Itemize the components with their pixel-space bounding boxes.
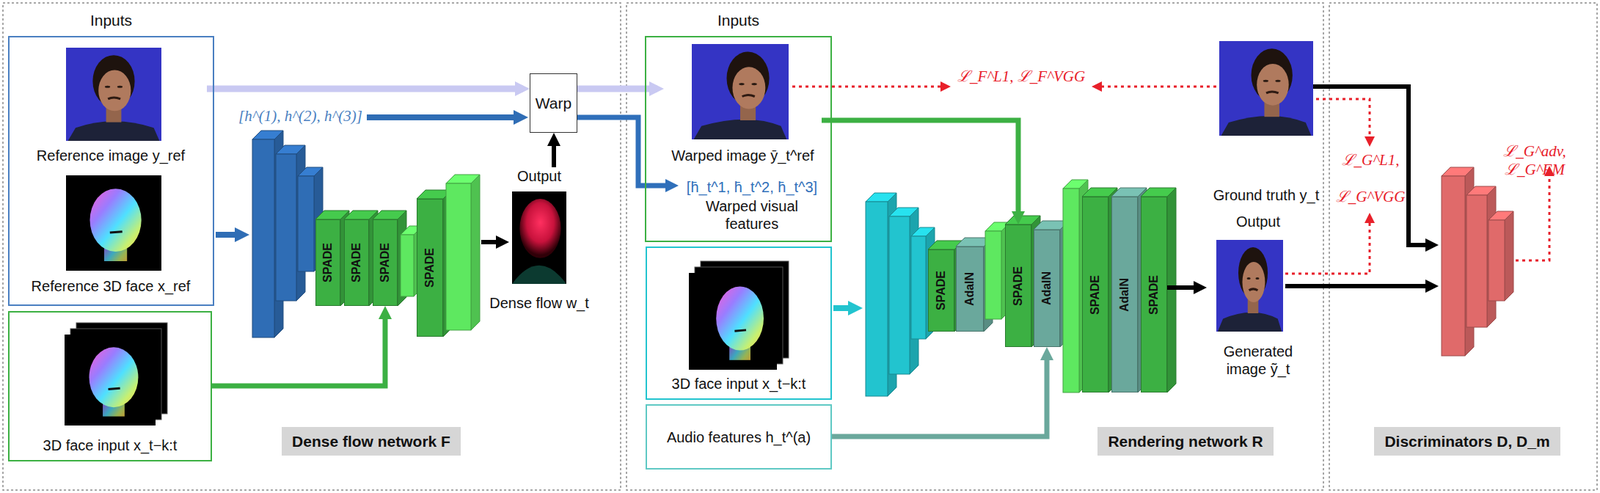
loss-leader: [1285, 217, 1370, 274]
node-text: Discriminators D, D_m: [1384, 432, 1550, 451]
flow-arrow: [1313, 86, 1433, 246]
block-label: SPADE: [377, 242, 392, 283]
block-label: SPADE: [1010, 266, 1025, 306]
connector-arrow: [212, 311, 386, 386]
feature-label: [h^(1), h^(2), h^(3)]: [217, 107, 363, 126]
spade-block: SPADE: [1140, 196, 1168, 393]
node-text: 3D face input x_t−k:t: [671, 374, 807, 393]
loss-label: ℒ_G^VGG: [1332, 187, 1409, 207]
node-text: Audio features h_t^(a): [666, 428, 811, 447]
section-heading: Inputs: [646, 11, 831, 30]
loss-label: ℒ_G^L1,: [1335, 151, 1406, 170]
node-text: Warp: [535, 93, 572, 113]
block-label: SPADE: [320, 242, 335, 283]
audio-box: Audio features h_t^(a): [645, 404, 832, 470]
section-heading: Inputs: [9, 11, 213, 30]
network-tag: Discriminators D, D_m: [1374, 426, 1560, 456]
node-text: Warped visual features: [678, 197, 826, 233]
spade-block: SPADE: [1082, 196, 1109, 393]
network-tag: Rendering network R: [1097, 426, 1273, 456]
loss-leader: [1096, 85, 1217, 89]
image-tile: Reference 3D face x_ref: [14, 171, 207, 298]
loss-leader: [1515, 170, 1550, 261]
node-text: Generated image ỹ_t: [1206, 342, 1310, 378]
node-text: Warped image ȳ_t^ref: [671, 146, 814, 165]
flow-arrow: [481, 239, 504, 245]
node-text: Dense flow w_t: [489, 294, 590, 312]
node-text: Output: [517, 167, 562, 185]
connector-arrow: [577, 117, 673, 186]
connector-arrow: [1167, 285, 1201, 290]
node-text: [h̄_t^1, h̄_t^2, h̄_t^3]: [686, 178, 818, 196]
block-label: SPADE: [349, 242, 364, 283]
spade-block: SPADE: [372, 219, 398, 306]
output-tile: OutputDense flow w_t: [480, 167, 598, 312]
panel-border: [2, 2, 621, 491]
spade-block: SPADE: [344, 219, 370, 306]
input-box: 3D face input x_t−k:t: [8, 311, 213, 462]
image-tile: Ground truth y_t: [1210, 36, 1322, 207]
block-label: SPADE: [1146, 275, 1161, 315]
connector-arrow: [551, 138, 557, 168]
feature-box: [h̄_t^1, h̄_t^2, h̄_t^3]Warped visual fe…: [678, 171, 826, 240]
flow-arrow: [215, 231, 243, 238]
loss-label: ℒ_G^adv, ℒ_G^FM: [1473, 142, 1597, 180]
adain-block: AdaIN: [1033, 229, 1061, 347]
block-label: AdaIN: [1039, 271, 1054, 306]
loss-leader: [1316, 99, 1370, 143]
output-tile: OutputGenerated image ỹ_t: [1206, 212, 1310, 378]
block-depth: [1140, 187, 1176, 393]
node-text: Output: [1236, 212, 1281, 231]
input-group: InputsWarped image ȳ_t^ref[h̄_t^1, h̄_t^…: [644, 35, 832, 243]
node-text: 3D face input x_t−k:t: [43, 436, 178, 455]
face-photo: [66, 47, 162, 141]
face-photo: [691, 44, 789, 140]
node-text: Ground truth y_t: [1213, 186, 1320, 204]
warp-box: Warp: [529, 73, 578, 133]
flow-arrow: [1285, 283, 1433, 289]
adain-block: AdaIN: [955, 246, 984, 332]
face-photo: [1216, 239, 1284, 332]
flow-image: [512, 191, 567, 284]
block-label: SPADE: [422, 247, 437, 288]
flow-arrow: [366, 114, 522, 121]
connector-arrow: [206, 85, 524, 93]
spade-block: SPADE: [1005, 224, 1032, 347]
network-tag: Dense flow network F: [281, 426, 461, 456]
face-render: [66, 175, 162, 271]
image-tile: Reference image y_ref: [14, 44, 207, 168]
flow-arrow: [833, 305, 857, 312]
node-text: Reference image y_ref: [36, 146, 185, 165]
block-label: AdaIN: [1117, 277, 1132, 312]
block-depth: [1488, 211, 1514, 301]
block-label: AdaIN: [962, 272, 977, 306]
input-box: 3D face input x_t−k:t: [645, 246, 832, 400]
input-group: InputsReference image y_refReference 3D …: [8, 35, 215, 306]
loss-label: ℒ_F^L1, ℒ_F^VGG: [955, 67, 1088, 86]
face-render: [64, 334, 156, 426]
panel-border: [626, 2, 1324, 491]
panel-border: [1329, 2, 1598, 491]
block-label: SPADE: [1087, 275, 1102, 315]
face-render: [688, 272, 777, 370]
face-photo: [1219, 41, 1314, 136]
adain-block: AdaIN: [1111, 196, 1138, 393]
node-text: Dense flow network F: [291, 432, 451, 451]
connector-arrow: [831, 352, 1047, 437]
connector-arrow: [821, 120, 1019, 219]
spade-block: SPADE: [928, 249, 955, 332]
spade-block: SPADE: [315, 219, 341, 306]
spade-block: SPADE: [416, 198, 444, 337]
block-depth: [446, 174, 480, 331]
node-text: Reference 3D face x_ref: [31, 277, 191, 295]
node-text: Rendering network R: [1107, 432, 1263, 451]
image-tile: Warped image ȳ_t^ref: [663, 41, 822, 168]
block-label: SPADE: [933, 270, 948, 311]
loss-leader: [792, 85, 947, 89]
